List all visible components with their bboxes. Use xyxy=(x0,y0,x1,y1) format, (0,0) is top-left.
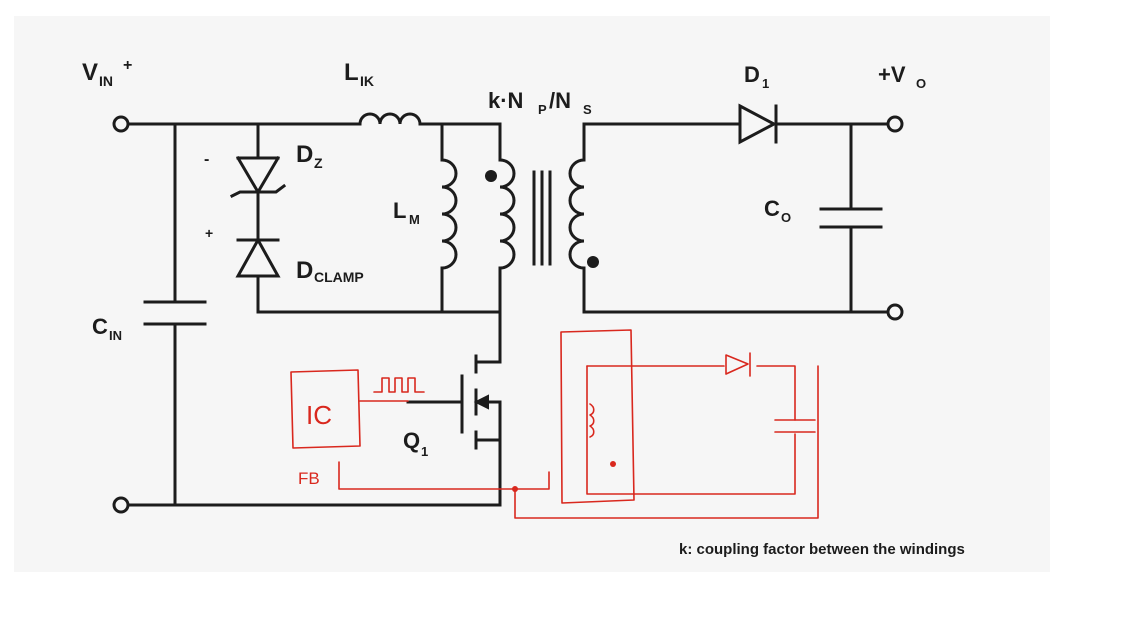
svg-text:C: C xyxy=(92,314,108,339)
output-terminal-top xyxy=(886,115,904,133)
label-co: C O xyxy=(764,196,791,225)
primary-dot-icon xyxy=(485,170,497,182)
handwritten-ic-label: IC xyxy=(306,400,332,430)
svg-text:1: 1 xyxy=(421,444,428,459)
input-terminal-bottom xyxy=(112,496,130,514)
label-dz: D Z xyxy=(296,141,323,171)
handwritten-aux-inner-loop xyxy=(586,365,796,495)
output-diode-d1 xyxy=(738,103,778,145)
svg-text:D: D xyxy=(744,62,760,87)
handwritten-ic-block: IC xyxy=(290,369,361,449)
svg-text:Q: Q xyxy=(403,428,420,453)
handwritten-fb-label: FB xyxy=(298,469,320,488)
leakage-inductor-lik xyxy=(358,112,422,126)
label-dclamp: D CLAMP xyxy=(296,257,364,285)
label-turns-ratio: k·N P /N S xyxy=(488,88,592,117)
label-cin: C IN xyxy=(92,314,122,343)
svg-text:S: S xyxy=(583,102,592,117)
output-capacitor-co xyxy=(819,207,883,229)
magnetizing-inductor-lm xyxy=(440,158,458,270)
svg-text:k·N: k·N xyxy=(488,88,523,113)
svg-text:Z: Z xyxy=(314,155,323,171)
secondary-dot-icon xyxy=(587,256,599,268)
handwritten-fb-wire xyxy=(338,461,550,490)
label-vo: +V O xyxy=(878,62,926,91)
output-terminal-bottom xyxy=(886,303,904,321)
clamp-diode-dclamp xyxy=(235,236,281,278)
wire-secondary-bottom xyxy=(582,266,890,314)
input-terminal-top xyxy=(112,115,130,133)
svg-text:/N: /N xyxy=(549,88,571,113)
handwritten-aux-winding-box xyxy=(560,329,635,504)
svg-text:CLAMP: CLAMP xyxy=(314,269,364,285)
svg-text:D: D xyxy=(296,257,313,284)
handwritten-aux-return-wire xyxy=(514,365,819,519)
wire-lik-to-primary xyxy=(418,122,502,162)
label-q1: Q 1 xyxy=(403,428,428,459)
zener-diode-dz xyxy=(229,155,287,199)
label-dz-plus: + xyxy=(205,225,213,241)
label-lm: L M xyxy=(393,198,420,227)
svg-text:D: D xyxy=(296,141,313,168)
label-vin: V IN + xyxy=(82,57,132,89)
svg-text:IK: IK xyxy=(360,73,374,89)
svg-text:O: O xyxy=(781,210,791,225)
svg-text:L: L xyxy=(344,59,359,86)
handwritten-aux-winding-coil xyxy=(589,403,595,438)
svg-text:+V: +V xyxy=(878,62,906,87)
svg-text:1: 1 xyxy=(762,76,769,91)
mosfet-q1 xyxy=(406,354,502,507)
wire-secondary-top xyxy=(582,122,742,162)
handwritten-pwm-waveform xyxy=(373,377,425,393)
svg-text:IN: IN xyxy=(109,328,122,343)
wire-clamp-bottom xyxy=(256,274,502,314)
coupling-factor-caption: k: coupling factor between the windings xyxy=(679,541,965,558)
diagram-panel xyxy=(14,16,1050,572)
label-dz-minus: - xyxy=(204,151,209,168)
transformer-primary-winding xyxy=(498,158,516,270)
svg-text:M: M xyxy=(409,212,420,227)
label-lik: L IK xyxy=(344,59,374,89)
svg-text:IN: IN xyxy=(99,73,113,89)
handwritten-aux-diode xyxy=(725,352,751,377)
svg-text:+: + xyxy=(123,57,132,74)
svg-text:P: P xyxy=(538,102,547,117)
transformer-secondary-winding xyxy=(568,158,586,270)
svg-text:L: L xyxy=(393,198,406,223)
label-d1: D 1 xyxy=(744,62,769,91)
handwritten-aux-capacitor xyxy=(774,419,816,433)
transformer-core xyxy=(532,170,552,266)
input-capacitor-cin xyxy=(143,300,207,326)
svg-text:C: C xyxy=(764,196,780,221)
svg-text:O: O xyxy=(916,76,926,91)
svg-text:V: V xyxy=(82,59,98,86)
handwritten-aux-dot-icon xyxy=(610,461,616,467)
